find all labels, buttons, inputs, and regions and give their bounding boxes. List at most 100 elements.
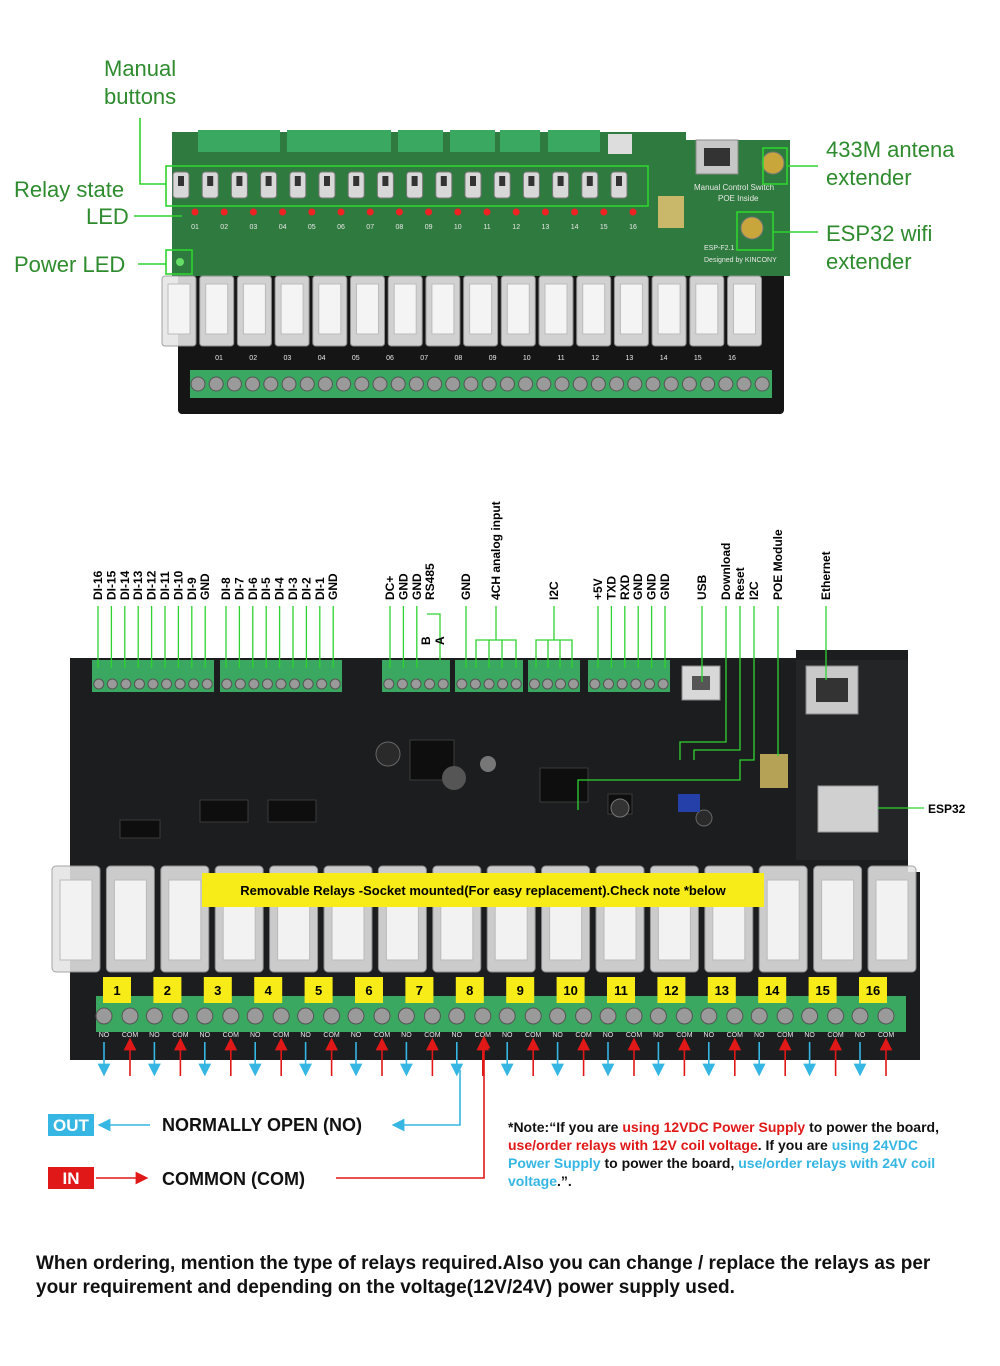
banner-text: Removable Relays -Socket mounted(For eas… — [240, 883, 726, 898]
pin-label-di-group-2-0: DI-8 — [219, 577, 233, 600]
top-relay-number: 02 — [249, 355, 257, 362]
power-led — [176, 258, 184, 266]
led-number: 04 — [279, 224, 287, 231]
terminal-screw — [877, 1007, 895, 1025]
terminal-screw — [456, 678, 468, 690]
relay-state-led: 01 — [191, 208, 199, 231]
power-supply-note: *Note:“If you are using 12VDC Power Supp… — [508, 1118, 948, 1190]
terminal-screw — [575, 1007, 593, 1025]
manual-button — [289, 171, 307, 199]
top-relay-number: 14 — [660, 355, 668, 362]
terminal-no-label: NO — [502, 1032, 513, 1039]
rs485-a-label: A — [433, 636, 447, 645]
terminal-screw — [448, 1007, 466, 1025]
relay-number-badge: 7 — [405, 977, 434, 1003]
manual-button — [376, 171, 394, 199]
terminal-screw — [281, 376, 297, 392]
terminal-screw — [263, 376, 279, 392]
terminal-no-label: NO — [200, 1032, 211, 1039]
terminal-screw — [549, 1007, 567, 1025]
top-relay — [425, 275, 461, 347]
terminal-screw — [372, 376, 388, 392]
relay-state-led: 02 — [220, 208, 228, 231]
removable-relays-banner — [202, 873, 764, 907]
pin-label-di-group-2-5: DI-3 — [286, 577, 300, 600]
relay-number-badge: 16 — [859, 977, 887, 1003]
relay-state-led: 03 — [250, 208, 258, 231]
terminal-com-label: COM — [727, 1032, 744, 1039]
terminal-screw — [147, 678, 159, 690]
note-part-4: use/order relays with 12V coil voltage — [508, 1137, 758, 1153]
top-relay — [236, 275, 272, 347]
terminal-screw — [625, 1007, 643, 1025]
led-number: 03 — [250, 224, 258, 231]
manual-button — [318, 171, 336, 199]
terminal-screw — [297, 1007, 315, 1025]
pin-label-reset: Reset — [733, 567, 747, 600]
pin-label-di-group-1-4: DI-12 — [145, 570, 159, 600]
note-part-6: using 24VDC Power Supply — [508, 1137, 919, 1171]
manual-buttons-row — [172, 171, 628, 199]
in-arrows — [123, 1037, 893, 1076]
out-tag: OUT — [53, 1116, 90, 1135]
note-part-7: to power the board, — [600, 1155, 739, 1171]
pin-label-poe: POE Module — [771, 529, 785, 600]
led-number: 11 — [483, 224, 490, 231]
top-relay-number: 16 — [728, 355, 736, 362]
relay-number-badge: 12 — [657, 977, 686, 1003]
led-number: 14 — [571, 224, 579, 231]
terminal-screw — [483, 678, 495, 690]
terminal-screw — [133, 678, 145, 690]
pin-label-power-rs485-2: GND — [410, 573, 424, 600]
terminal-screw — [317, 376, 333, 392]
terminal-screw — [106, 678, 118, 690]
terminal-screw — [649, 1007, 667, 1025]
relay-number-badge: 8 — [455, 977, 484, 1003]
pin-label-i2c-1: I2C — [547, 581, 561, 600]
pin-label-di-group-2-4: DI-4 — [273, 577, 287, 600]
esp32-module — [817, 785, 879, 833]
pin-label-di-group-1-2: DI-14 — [118, 570, 132, 600]
top-relay — [500, 275, 536, 347]
terminal-screw — [396, 678, 408, 690]
terminal-screw — [754, 376, 770, 392]
terminal-screw — [536, 376, 552, 392]
note-part-1: *Note:“If you are — [508, 1119, 623, 1135]
terminal-com-label: COM — [424, 1032, 441, 1039]
terminal-screw — [542, 678, 553, 690]
terminal-screw — [644, 678, 655, 690]
terminal-com-label: COM — [878, 1032, 895, 1039]
terminal-screw — [245, 376, 261, 392]
pin-label-di-group-1-7: DI-9 — [185, 577, 199, 600]
out-label: NORMALLY OPEN (NO) — [162, 1115, 362, 1135]
relay-state-led: 15 — [600, 208, 608, 231]
terminal-com-label: COM — [676, 1032, 693, 1039]
terminal-screw — [609, 376, 625, 392]
pin-label-di-group-1-5: DI-11 — [158, 571, 172, 600]
terminal-screw — [627, 376, 643, 392]
terminal-no-label: NO — [552, 1032, 563, 1039]
terminal-no-label: NO — [351, 1032, 362, 1039]
pin-label-analog: 4CH analog input — [489, 501, 503, 600]
terminal-screw — [329, 678, 341, 690]
pin-label-di-group-1-8: GND — [198, 573, 212, 600]
terminal-screw — [373, 1007, 391, 1025]
top-output-terminals — [190, 376, 770, 392]
led-number: 12 — [512, 224, 520, 231]
relay-number: 10 — [563, 983, 577, 998]
led-number: 07 — [366, 224, 374, 231]
terminal-screw — [572, 376, 588, 392]
board-text-2: POE Inside — [718, 194, 759, 203]
terminal-screw — [498, 1007, 516, 1025]
manual-button — [610, 171, 628, 199]
top-relay-number: 03 — [284, 355, 292, 362]
esp32-wifi-label-1: ESP32 wifi — [826, 221, 932, 246]
terminal-screw — [590, 376, 606, 392]
terminal-screw — [120, 678, 132, 690]
terminal-screw — [554, 376, 570, 392]
terminal-com-label: COM — [626, 1032, 643, 1039]
terminal-screw — [599, 1007, 617, 1025]
